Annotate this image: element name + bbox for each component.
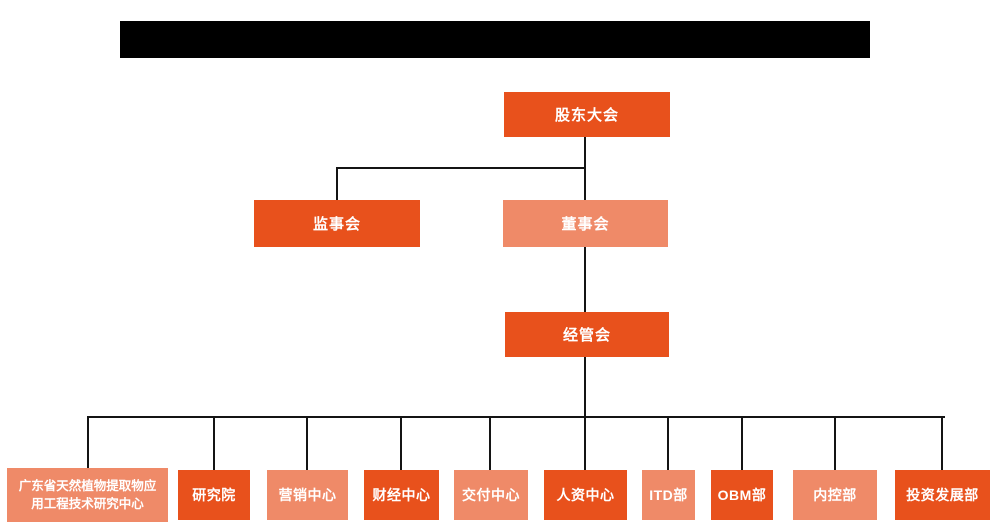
node-dept-obm: OBM部 <box>711 470 773 520</box>
connector-drop-dept-2 <box>213 416 215 470</box>
connector-drop-dept-8 <box>741 416 743 470</box>
node-dept-investment-development: 投资发展部 <box>895 470 990 520</box>
node-dept-research-institute: 研究院 <box>178 470 250 520</box>
node-supervisory-board: 监事会 <box>254 200 420 247</box>
node-dept-itd: ITD部 <box>642 470 695 520</box>
node-dept-hr-center: 人资中心 <box>544 470 627 520</box>
node-dept-internal-control: 内控部 <box>793 470 877 520</box>
connector-board-to-management <box>584 247 586 312</box>
connector-drop-dept-6 <box>584 416 586 470</box>
node-board-of-directors: 董事会 <box>503 200 668 247</box>
node-shareholders-meeting: 股东大会 <box>504 92 670 137</box>
node-dept-research-center: 广东省天然植物提取物应用工程技术研究中心 <box>7 468 168 522</box>
node-dept-delivery-center: 交付中心 <box>454 470 528 520</box>
connector-drop-dept-10 <box>941 416 943 470</box>
connector-management-down <box>584 357 586 417</box>
redacted-title-bar <box>120 21 870 58</box>
connector-drop-dept-9 <box>834 416 836 470</box>
connector-drop-dept-7 <box>667 416 669 470</box>
connector-drop-dept-1 <box>87 416 89 468</box>
connector-supervisory-drop <box>336 167 338 200</box>
connector-branch-horizontal <box>336 167 586 169</box>
connector-drop-dept-4 <box>400 416 402 470</box>
connector-drop-dept-5 <box>489 416 491 470</box>
connector-drop-dept-3 <box>306 416 308 470</box>
node-dept-marketing-center: 营销中心 <box>267 470 348 520</box>
node-management-committee: 经管会 <box>505 312 669 357</box>
node-dept-finance-center: 财经中心 <box>364 470 439 520</box>
connector-bus-horizontal <box>87 416 945 418</box>
